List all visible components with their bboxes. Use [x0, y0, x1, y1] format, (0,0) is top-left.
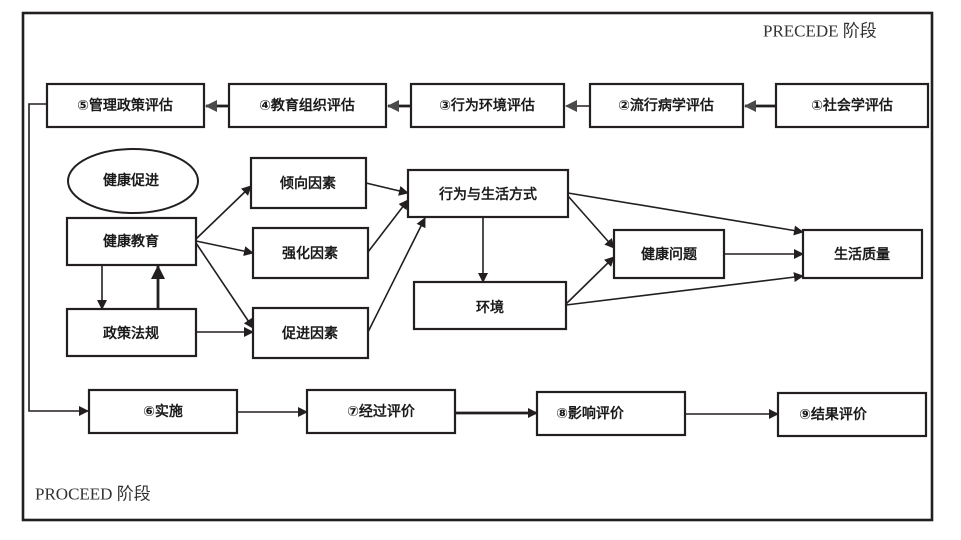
- step-6-box: [87, 388, 239, 435]
- step-3-label: ③行为环境评估: [439, 97, 535, 114]
- step-5-label: ⑤管理政策评估: [77, 97, 173, 114]
- environment-box: [412, 280, 568, 331]
- model-core: 健康促进 健康教育 政策法规 倾向因素 强化因素 促进因素 行为与生活方式 环境…: [65, 148, 924, 360]
- arrow-environment-to-health-problem: [565, 256, 615, 305]
- predisposing-label: 倾向因素: [279, 175, 336, 192]
- arrow-education-to-enabling: [195, 242, 254, 329]
- reinforcing-box: [251, 226, 370, 280]
- step-1-label: ①社会学评估: [811, 97, 893, 114]
- step-5-box: [45, 82, 206, 129]
- step-2-label: ②流行病学评估: [618, 97, 714, 114]
- assessment-row: ①社会学评估 ②流行病学评估 ③行为环境评估 ④教育组织评估 ⑤管理政策评估: [45, 82, 930, 129]
- arrow-predisposing-to-behavior: [365, 182, 409, 196]
- predisposing-box: [249, 156, 368, 210]
- arrow-enabling-to-behavior: [367, 217, 426, 333]
- arrow-education-to-predisposing: [195, 185, 252, 240]
- enabling-label: 促进因素: [281, 325, 338, 342]
- enabling-box: [251, 306, 370, 360]
- health-promotion-label: 健康促进: [103, 172, 159, 189]
- health-education-box: [65, 216, 198, 267]
- health-problem-label: 健康问题: [641, 246, 698, 263]
- step-3-box: [409, 82, 566, 129]
- precede-phase-label: PRECEDE 阶段: [763, 22, 877, 41]
- quality-of-life-label: 生活质量: [834, 246, 890, 263]
- arrow-behavior-to-quality: [567, 192, 804, 236]
- step-2-box: [588, 82, 745, 129]
- arrow-step5-to-step6: [28, 103, 89, 416]
- environment-label: 环境: [476, 299, 504, 316]
- arrow-environment-to-quality: [565, 272, 804, 306]
- step-6-label: ⑥实施: [143, 403, 183, 420]
- step-7-label: ⑦经过评价: [347, 403, 416, 420]
- step-8-label: ⑧影响评价: [556, 405, 625, 422]
- arrow-education-to-reinforcing: [195, 240, 254, 257]
- reinforcing-label: 强化因素: [282, 245, 338, 262]
- outer-frame: [21, 11, 934, 522]
- step-9-label: ⑨结果评价: [799, 406, 868, 423]
- health-promotion-ellipse: [67, 148, 199, 214]
- behavior-lifestyle-label: 行为与生活方式: [438, 186, 537, 203]
- policy-regulation-label: 政策法规: [103, 325, 159, 342]
- arrow-behavior-to-health-problem: [567, 195, 615, 249]
- step-4-label: ④教育组织评估: [259, 97, 355, 114]
- health-education-label: 健康教育: [103, 233, 159, 250]
- proceed-phase-label: PROCEED 阶段: [35, 485, 151, 504]
- step-8-box: [535, 390, 687, 437]
- arrow-reinforcing-to-behavior: [367, 199, 409, 253]
- implementation-row: ⑥实施 ⑦经过评价 ⑧影响评价 ⑨结果评价: [87, 388, 928, 438]
